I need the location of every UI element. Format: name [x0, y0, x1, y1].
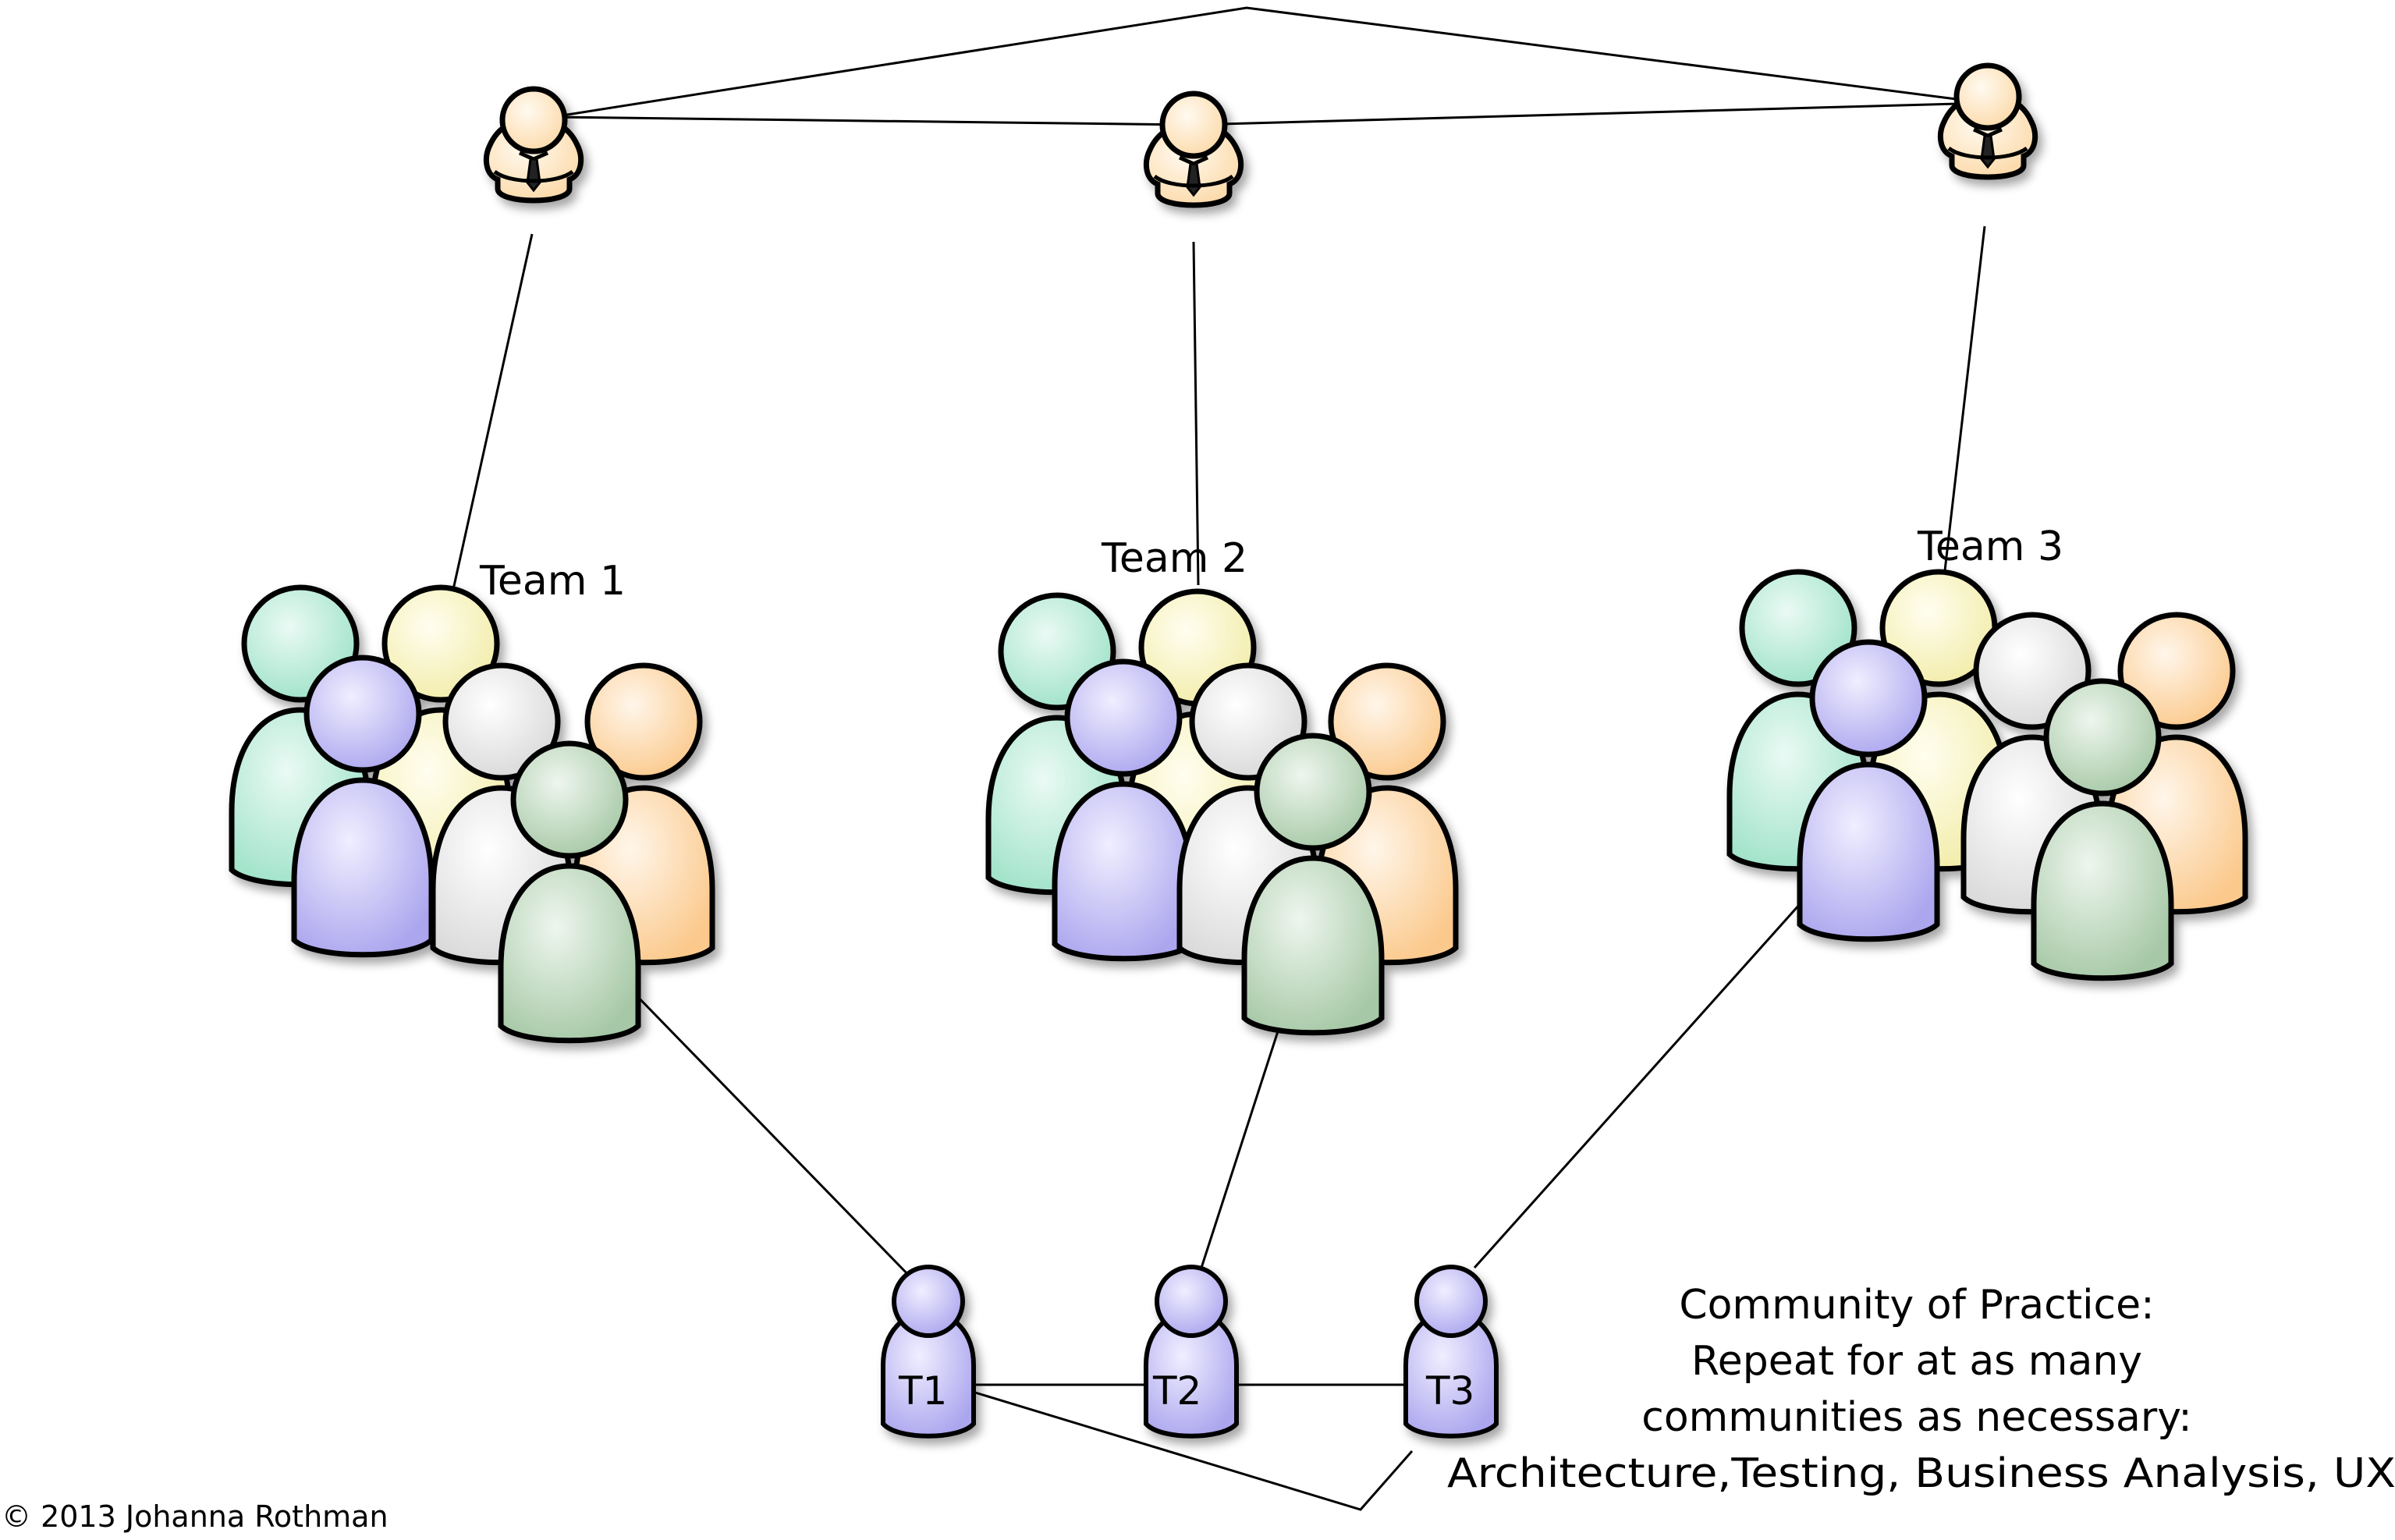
person-icon — [498, 740, 641, 1044]
connector-lines — [451, 6, 1987, 1511]
tester-t2 — [1144, 1265, 1239, 1439]
manager-3-team-3-link — [1943, 225, 1986, 578]
t1-t3-link — [974, 1391, 1414, 1511]
tester-label: T3 — [1425, 1368, 1474, 1414]
team-label: Team 3 — [1917, 523, 2063, 570]
manager-icon-2 — [1143, 90, 1244, 208]
team-1-t1-link — [630, 989, 914, 1281]
manager-top-link — [552, 6, 1987, 119]
person-icon — [1797, 639, 1940, 942]
manager-2-3-link — [1191, 101, 1987, 126]
tester-t3 — [1403, 1265, 1499, 1439]
note-line: Architecture,Testing, Business Analysis,… — [1447, 1450, 2395, 1497]
team-1-group — [229, 584, 715, 1044]
community-note: Community of Practice: Repeat for at as … — [1447, 1282, 2395, 1497]
tester-label: T2 — [1152, 1368, 1201, 1414]
copyright-text: © 2013 Johanna Rothman — [2, 1499, 389, 1534]
person-icon — [291, 655, 435, 958]
team-3-group — [1726, 569, 2248, 981]
manager-1-2-link — [552, 115, 1193, 126]
note-line: Community of Practice: — [1679, 1282, 2154, 1329]
team-3-t3-link — [1473, 888, 1815, 1269]
team-2-group — [985, 588, 1459, 1036]
tester-label: T1 — [898, 1368, 947, 1414]
note-line: Repeat for at as many — [1691, 1338, 2142, 1385]
person-icon — [1241, 733, 1385, 1036]
team-2-t2-link — [1200, 1002, 1289, 1269]
manager-2-team-2-link — [1192, 241, 1200, 586]
team-label: Team 1 — [479, 558, 626, 605]
team-label: Team 2 — [1101, 535, 1247, 582]
manager-icon-1 — [483, 86, 584, 204]
note-line: communities as necessary: — [1641, 1394, 2191, 1441]
manager-1-team-1-link — [451, 233, 534, 594]
person-icon — [2031, 678, 2174, 981]
person-icon — [1052, 658, 1195, 962]
tester-t1 — [881, 1265, 976, 1439]
manager-icon-3 — [1937, 62, 2038, 180]
